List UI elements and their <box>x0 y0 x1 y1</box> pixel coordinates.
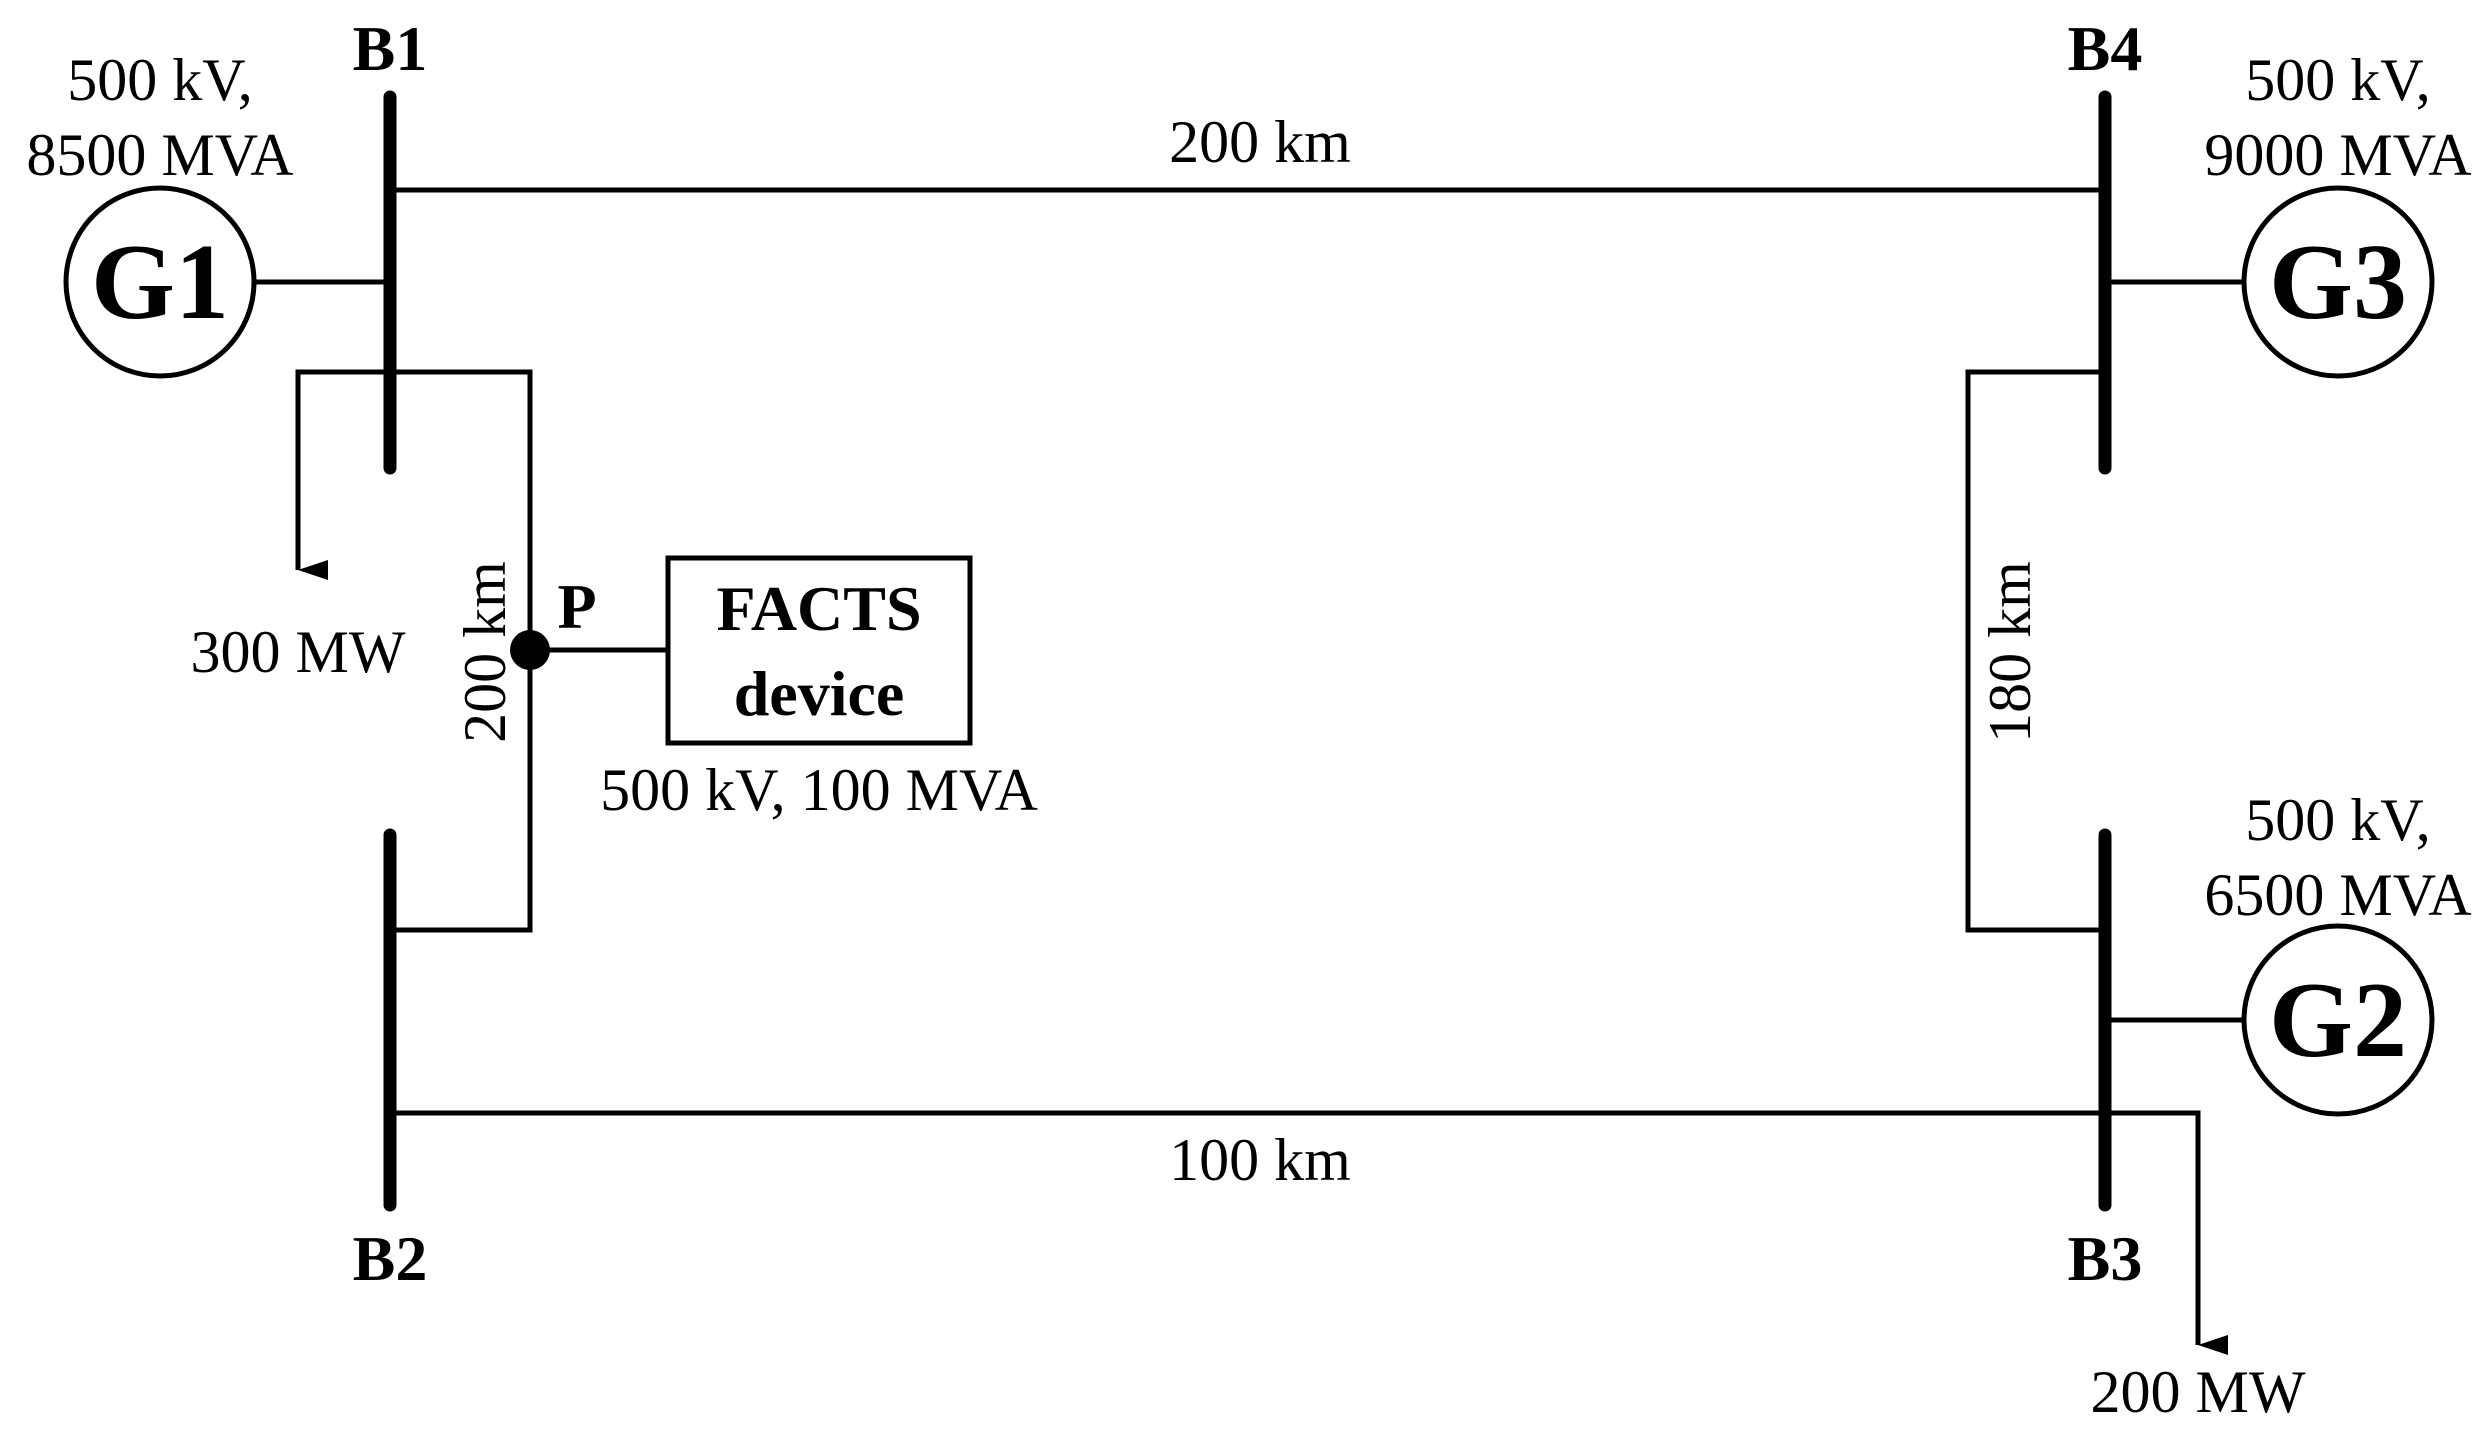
generator-g3-rating-line2: 9000 MVA <box>2204 122 2471 188</box>
generator-g3-label: G3 <box>2269 223 2407 342</box>
line-b1-b2-length: 200 km <box>452 561 518 743</box>
facts-device-box <box>665 555 973 746</box>
generator-g1-label: G1 <box>91 223 229 342</box>
generator-g1-rating-line2: 8500 MVA <box>26 122 293 188</box>
facts-device-rating: 500 kV, 100 MVA <box>600 757 1038 823</box>
line-b4-b3-length: 180 km <box>1977 561 2043 743</box>
generator-g2-label: G2 <box>2269 961 2407 1080</box>
load-b3-line <box>2105 1110 2228 1355</box>
bus-b2-label: B2 <box>353 1223 428 1294</box>
bus-b4-label: B4 <box>2068 13 2143 84</box>
point-p-node <box>510 630 550 670</box>
line-b2-b3-length: 100 km <box>1169 1127 1351 1193</box>
load-b3-label: 200 MW <box>2091 1359 2306 1425</box>
bus-b3-label: B3 <box>2068 1223 2143 1294</box>
line-b1-b4-length: 200 km <box>1169 109 1351 175</box>
generator-g2-rating-line2: 6500 MVA <box>2204 862 2471 928</box>
generator-g1-symbol <box>63 185 257 379</box>
generator-g1-rating-line1: 500 kV, <box>67 47 253 113</box>
facts-device-label-line2: device <box>734 658 905 729</box>
generator-g3-symbol <box>2241 185 2435 379</box>
point-p-label: P <box>557 571 596 642</box>
generator-g2-symbol <box>2241 923 2435 1117</box>
generator-g2-rating-line1: 500 kV, <box>2245 787 2431 853</box>
bus-b1-label: B1 <box>353 13 428 84</box>
load-b1-label: 300 MW <box>191 619 406 685</box>
line-b4-b3 <box>1965 369 2105 933</box>
generator-g3-rating-line1: 500 kV, <box>2245 47 2431 113</box>
load-b1-line <box>295 369 390 580</box>
facts-device-label-line1: FACTS <box>716 573 921 644</box>
